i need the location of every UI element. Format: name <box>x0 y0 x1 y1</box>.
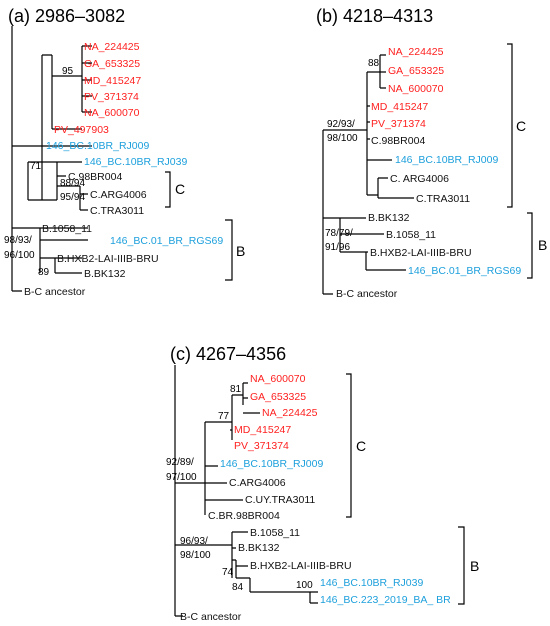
tree-b-clade-c-label: C <box>516 118 526 134</box>
tree-c-support-97100: 97/100 <box>166 472 197 483</box>
tree-a-leaf-c98br004: C.98BR004 <box>68 171 122 183</box>
tree-a-support-9594: 95/94 <box>60 192 85 203</box>
tree-c-leaf-ctra3011: C.UY.TRA3011 <box>245 494 315 506</box>
tree-a-leaf-pv371374: PV_371374 <box>84 91 139 103</box>
tree-a-support-95: 95 <box>62 66 74 77</box>
tree-b-root-label: B-C ancestor <box>336 288 398 300</box>
tree-a-leaf-b1058: B.1058_11 <box>42 223 92 235</box>
tree-a-clade-c-bracket <box>165 171 171 208</box>
tree-c-leaf-b1058: B.1058_11 <box>250 527 300 539</box>
tree-b-clade-c-bracket <box>507 43 513 208</box>
tree-c-branches <box>174 365 318 617</box>
tree-a-leaf-pv497903: PV_497903 <box>54 124 109 136</box>
panel-a-title: (a) 2986–3082 <box>8 6 125 26</box>
tree-c-leaf-pv371374: PV_371374 <box>234 440 289 452</box>
tree-b-leaf-na600070: NA_600070 <box>388 83 444 95</box>
tree-c-support-100: 100 <box>296 580 313 591</box>
tree-a-leaf-ctra3011: C.TRA3011 <box>90 205 144 217</box>
tree-a-clade-c-label: C <box>175 181 185 197</box>
tree-c-leaf-carg4006: C.ARG4006 <box>229 477 286 489</box>
tree-b-leaf-pv371374: PV_371374 <box>371 118 426 130</box>
tree-c-leaf-rj039: 146_BC.10BR_RJ039 <box>320 577 423 589</box>
tree-c-support-98100: 98/100 <box>180 550 211 561</box>
tree-b-leaf-ga653325: GA_653325 <box>388 65 444 77</box>
tree-a-leaf-na600070: NA_600070 <box>84 107 140 119</box>
tree-c-leaf-ba-br: 146_BC.223_2019_BA_ BR <box>320 594 451 606</box>
tree-a-leaf-rj009: 146_BC.10BR_RJ009 <box>46 140 149 152</box>
tree-a-root-label: B-C ancestor <box>24 286 86 298</box>
tree-a-clade-b-bracket <box>225 219 233 281</box>
tree-b-leaf-na224425: NA_224425 <box>388 46 444 58</box>
tree-c-leaf-ga653325: GA_653325 <box>250 391 306 403</box>
tree-b-support-98100: 98/100 <box>327 133 358 144</box>
tree-c-leaf-md415247: MD_415247 <box>234 424 291 436</box>
tree-c-root-label: B-C ancestor <box>180 611 242 623</box>
tree-c-support-9693: 96/93/ <box>180 536 208 547</box>
tree-b-support-9196: 91/96 <box>325 242 350 253</box>
tree-b-leaf-b1058: B.1058_11 <box>386 229 436 241</box>
tree-c-leaf-bbk132: B.BK132 <box>238 542 280 554</box>
tree-b-leaf-ctra3011: C.TRA3011 <box>416 193 470 205</box>
tree-b-clade-b-bracket <box>527 212 533 279</box>
tree-b-support-88: 88 <box>368 58 380 69</box>
panel-c-title: (c) 4267–4356 <box>170 344 286 364</box>
panel-b: (b) 4218–4313 NA_224425 GA_653325 NA_600… <box>316 6 547 300</box>
tree-c-support-9289: 92/89/ <box>166 457 194 468</box>
tree-a-leaf-na224425: NA_224425 <box>84 41 140 53</box>
tree-a-support-9893: 98/93/ <box>4 235 32 246</box>
tree-b-leaf-rj009: 146_BC.10BR_RJ009 <box>395 154 498 166</box>
tree-c-support-84: 84 <box>232 582 244 593</box>
tree-c-leaf-na224425: NA_224425 <box>262 407 318 419</box>
tree-b-leaf-rgs69: 146_BC.01_BR_RGS69 <box>408 265 521 277</box>
tree-a-support-89: 89 <box>38 267 50 278</box>
tree-b-leaf-carg4006: C. ARG4006 <box>390 173 449 185</box>
tree-a-leaf-rgs69: 146_BC.01_BR_RGS69 <box>110 235 223 247</box>
tree-b-leaf-md415247: MD_415247 <box>371 101 428 113</box>
tree-c-clade-b-bracket <box>458 526 465 605</box>
tree-a-support-96100: 96/100 <box>4 250 35 261</box>
tree-c-support-77: 77 <box>218 411 230 422</box>
tree-c-clade-b-label: B <box>470 558 479 574</box>
tree-c-support-74: 74 <box>222 567 234 578</box>
tree-a-leaf-rj039: 146_BC.10BR_RJ039 <box>84 156 187 168</box>
tree-a-support-8894: 88/94 <box>60 178 85 189</box>
tree-c-leaf-na600070: NA_600070 <box>250 373 306 385</box>
tree-b-support-7879: 78/79/ <box>325 228 353 239</box>
panel-a: (a) 2986–3082 NA_224425 GA_653325 MD_415… <box>4 6 245 298</box>
tree-a-leaf-bhxb2: B.HXB2-LAI-IIIB-BRU <box>57 253 159 265</box>
tree-b-support-9293: 92/93/ <box>327 119 355 130</box>
tree-a-leaf-ga653325: GA_653325 <box>84 58 140 70</box>
tree-c-clade-c-label: C <box>356 438 366 454</box>
tree-c-leaf-bhxb2: B.HXB2-LAI-IIIB-BRU <box>250 560 352 572</box>
tree-a-branches <box>11 26 92 292</box>
panel-b-title: (b) 4218–4313 <box>316 6 433 26</box>
tree-c-leaf-rj009: 146_BC.10BR_RJ009 <box>220 458 323 470</box>
tree-c-leaf-c98br004: C.BR.98BR004 <box>208 510 280 522</box>
tree-a-leaf-carg4006: C.ARG4006 <box>90 189 147 201</box>
tree-a-leaf-md415247: MD_415247 <box>84 75 141 87</box>
tree-b-leaf-bbk132: B.BK132 <box>368 212 410 224</box>
tree-b-branches <box>322 54 414 295</box>
tree-a-leaf-bbk132: B.BK132 <box>84 268 126 280</box>
tree-c-clade-c-bracket <box>346 373 352 518</box>
tree-b-leaf-bhxb2: B.HXB2-LAI-IIIB-BRU <box>370 247 472 259</box>
tree-a-support-71: 71 <box>30 161 42 172</box>
tree-b-clade-b-label: B <box>538 237 547 253</box>
panel-c: (c) 4267–4356 NA_600070 GA_653325 NA_224… <box>166 344 479 623</box>
tree-b-leaf-c98br004: C.98BR004 <box>371 135 425 147</box>
tree-a-clade-b-label: B <box>236 243 245 259</box>
tree-c-support-81: 81 <box>230 384 242 395</box>
